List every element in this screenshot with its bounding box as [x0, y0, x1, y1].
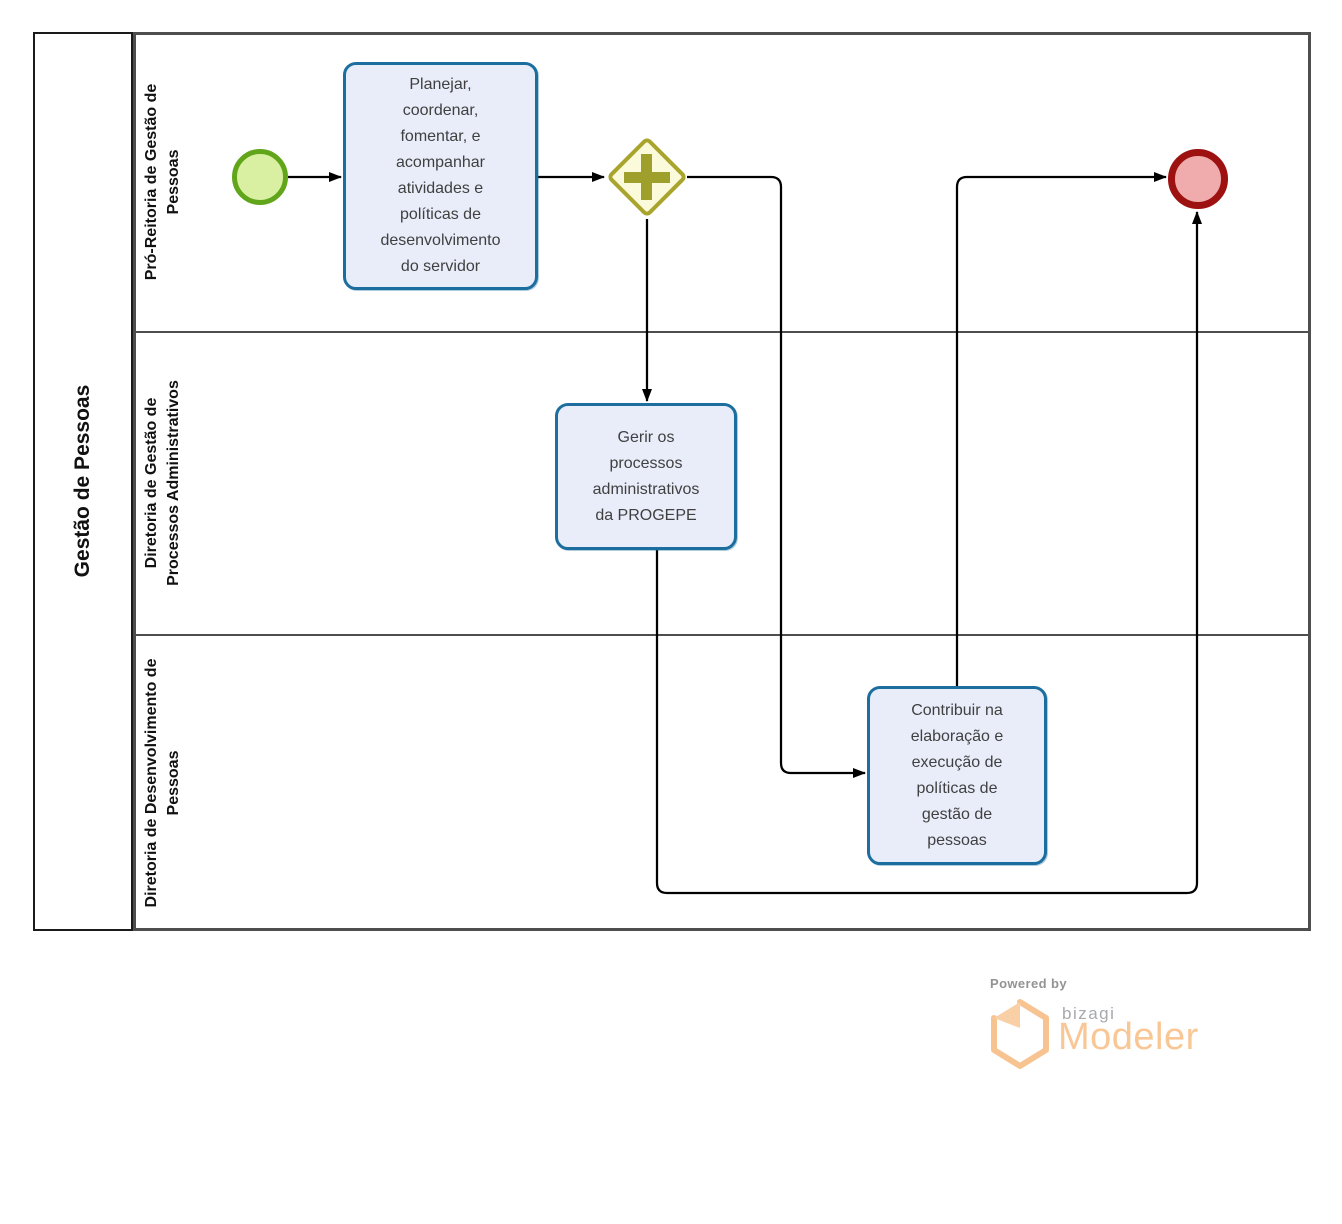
modeler-wordmark: Modeler	[1058, 1016, 1199, 1058]
task-contribuir-label: Contribuir na elaboração e execução de p…	[910, 701, 1004, 849]
task-contribuir: Contribuir na elaboração e execução de p…	[867, 686, 1047, 865]
task-planejar-label: Planejar, coordenar, fomentar, e acompan…	[380, 76, 501, 275]
end-event	[1168, 149, 1228, 209]
task-gerir: Gerir os processos administrativos da PR…	[555, 403, 737, 550]
bizagi-wordmark: bizagi	[1062, 1004, 1116, 1023]
pool-title: Gestão de Pessoas	[71, 384, 94, 578]
task-gerir-label: Gerir os processos administrativos da PR…	[592, 428, 700, 524]
parallel-gateway-plus-icon	[641, 154, 652, 200]
start-event	[232, 149, 288, 205]
bizagi-hexagon-icon	[991, 999, 1049, 1069]
lane-divider-2	[133, 634, 1311, 636]
lane-divider-1	[133, 331, 1311, 333]
powered-by-text: Powered by	[990, 976, 1067, 991]
task-planejar: Planejar, coordenar, fomentar, e acompan…	[343, 62, 538, 290]
lane-label-pro-reitoria: Pró-Reitoria de Gestão de Pessoas	[143, 83, 182, 281]
pool-header	[33, 32, 133, 931]
lane-label-diretoria-processos: Diretoria de Gestão de Processos Adminis…	[143, 380, 182, 586]
lane-label-diretoria-desenvolvimento: Diretoria de Desenvolvimento de Pessoas	[143, 658, 182, 908]
